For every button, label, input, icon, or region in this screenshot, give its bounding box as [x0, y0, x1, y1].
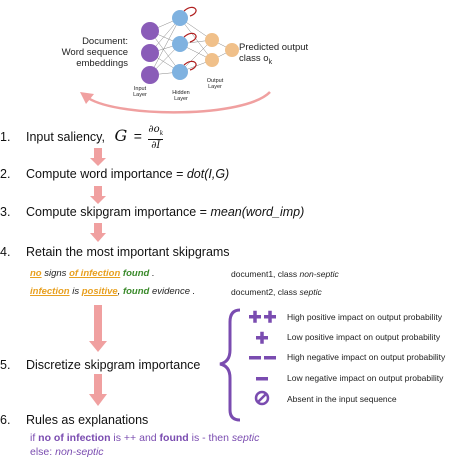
example-skipgram-2: infection is positive, found evidence . — [30, 286, 195, 297]
step-6: 6. Rules as explanations — [0, 413, 148, 427]
example-doc-1: document1, class non-septic — [231, 269, 339, 279]
down-arrow — [89, 305, 107, 352]
formula-num-text: ∂o — [148, 124, 160, 135]
rule-text: is ++ and — [110, 432, 160, 444]
step-text: Rules as explanations — [26, 413, 149, 427]
predicted-output-text: Predicted output class o — [239, 42, 309, 64]
example-skipgram-1: no signs of infection found . — [30, 268, 155, 279]
step-1: 1. Input saliency, G = ∂ok ∂I — [0, 124, 164, 151]
legend-low-negative: Low negative impact on output probabilit… — [287, 373, 444, 383]
feedback-arrowhead — [80, 92, 94, 104]
formula-eq: = — [133, 127, 142, 144]
word-green: found — [122, 286, 150, 297]
rule-line-2: else: non-septic — [30, 446, 104, 458]
step-text: Retain the most important skipgrams — [26, 245, 230, 259]
rule-line-1: if no of infection is ++ and found is - … — [30, 432, 259, 444]
input-node — [141, 22, 159, 40]
legend-absent: Absent in the input sequence — [287, 394, 397, 404]
doc-class: non-septic — [299, 269, 339, 279]
formula-g: G — [114, 125, 128, 145]
word-green: found — [122, 268, 150, 279]
step-text: Discretize skipgram importance — [26, 358, 201, 372]
hidden-node — [172, 64, 188, 80]
word-plain: . — [151, 268, 155, 279]
output-layer-label: Output Layer — [206, 78, 224, 90]
double-minus-icon — [249, 356, 276, 360]
step-3: 3. Compute skipgram importance = mean(wor… — [0, 205, 304, 219]
legend-high-positive: High positive impact on output probabili… — [287, 312, 442, 322]
hidden-node — [172, 36, 188, 52]
hidden-node — [172, 10, 188, 26]
step-number: 6. — [0, 413, 11, 427]
step-number: 2. — [0, 167, 11, 181]
word-plain: evidence — [151, 286, 190, 297]
word-plain: . — [192, 286, 196, 297]
rule-text: found — [159, 432, 189, 444]
predicted-output-label: Predicted output class ok — [239, 42, 308, 68]
word-plain: is — [72, 286, 80, 297]
down-arrow — [90, 148, 106, 166]
down-arrow — [90, 223, 106, 242]
double-plus-icon — [249, 310, 276, 323]
step-number: 4. — [0, 245, 11, 259]
recurrent-loops — [183, 6, 197, 71]
predicted-output-sub: k — [268, 58, 273, 66]
rule-text: else: — [30, 446, 56, 458]
rule-text: is - then — [188, 432, 232, 444]
rule-text: non-septic — [55, 446, 104, 458]
absent-icon — [254, 390, 270, 406]
step-5: 5. Discretize skipgram importance — [0, 358, 200, 372]
rule-text: septic — [231, 432, 260, 444]
legend-high-negative: High negative impact on output probabili… — [287, 352, 446, 362]
step-number: 1. — [0, 129, 11, 144]
doc-text: document2, class — [231, 287, 300, 297]
document-label: Document: Word sequence embeddings — [61, 36, 128, 69]
step-2: 2. Compute word importance = dot(I,G) — [0, 167, 229, 181]
doc-class: septic — [299, 287, 322, 297]
doc-text: document1, class — [231, 269, 300, 279]
input-node — [141, 66, 159, 84]
legend-low-positive: Low positive impact on output probabilit… — [287, 332, 441, 342]
rule-text: if — [30, 432, 39, 444]
formula-numerator: ∂ok — [148, 124, 164, 140]
step-text: Input saliency, — [26, 129, 105, 144]
rule-text: no of infection — [38, 432, 111, 444]
word-plain: signs — [44, 268, 67, 279]
plus-icon — [256, 331, 268, 344]
step-formula: dot(I,G) — [186, 167, 230, 181]
down-arrow — [89, 374, 107, 406]
word-orange: no — [30, 268, 42, 279]
feedback-arc — [87, 91, 271, 114]
example-doc-2: document2, class septic — [231, 287, 322, 297]
word-plain: , — [117, 286, 121, 297]
legend-brace — [219, 308, 241, 422]
step-number: 3. — [0, 205, 11, 219]
output-node — [205, 33, 219, 47]
down-arrow — [90, 186, 106, 204]
step-text: Compute word importance = — [26, 167, 187, 181]
word-orange: infection — [30, 286, 70, 297]
step-formula: mean(word_imp) — [210, 205, 305, 219]
formula-num-sub: k — [159, 130, 164, 137]
down-arrows — [89, 148, 107, 406]
word-orange: of infection — [69, 268, 121, 279]
formula-fraction: ∂ok ∂I — [148, 124, 164, 151]
minus-icon — [256, 377, 268, 381]
output-node — [205, 53, 219, 67]
input-layer-label: Input Layer — [133, 86, 147, 98]
input-node — [141, 44, 159, 62]
hidden-layer-label: Hidden Layer — [172, 90, 190, 102]
step-4: 4. Retain the most important skipgrams — [0, 245, 230, 259]
step-text: Compute skipgram importance = — [26, 205, 211, 219]
neural-network-diagram — [80, 6, 271, 114]
step-number: 5. — [0, 358, 11, 372]
output-node — [225, 43, 239, 57]
word-orange: positive — [81, 286, 118, 297]
formula-denominator: ∂I — [151, 140, 161, 151]
